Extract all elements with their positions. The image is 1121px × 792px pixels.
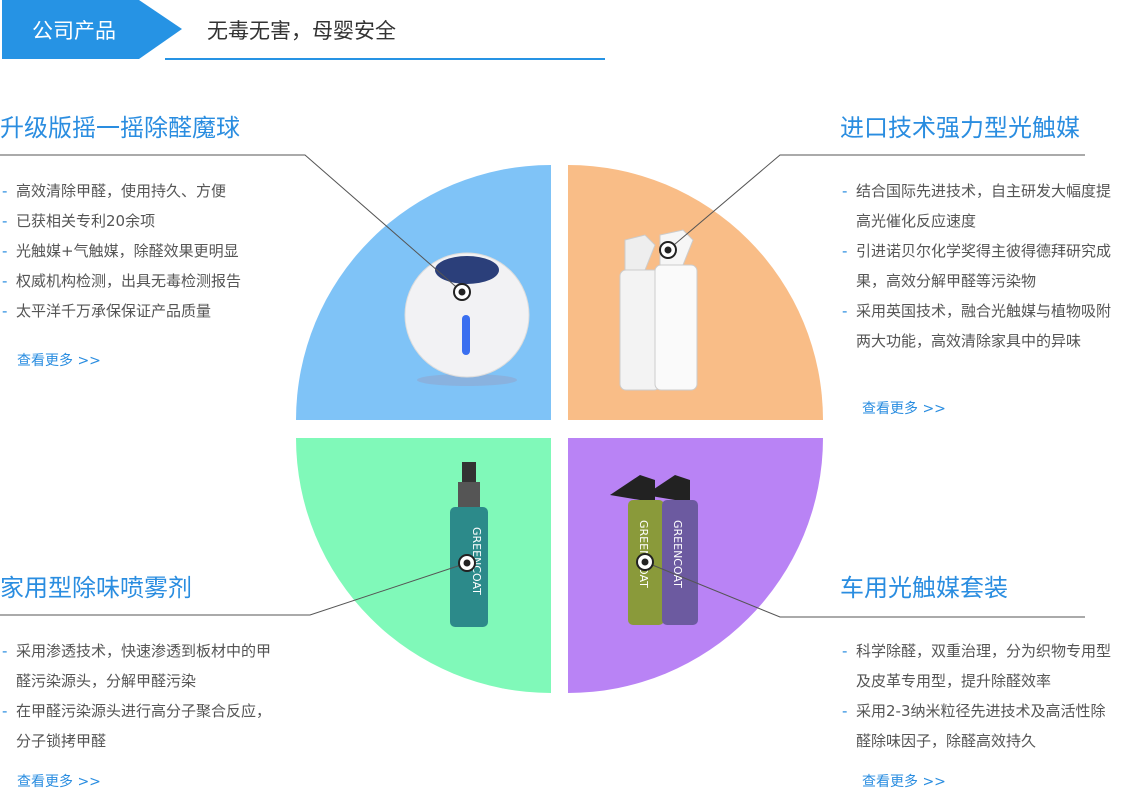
- header-divider: [165, 58, 605, 60]
- feature-item: 采用英国技术，融合光触媒与植物吸附两大功能，高效清除家具中的异味: [842, 296, 1114, 356]
- product-image-spray-bottles[interactable]: [605, 225, 715, 395]
- product-title[interactable]: 家用型除味喷雾剂: [0, 574, 192, 602]
- brand-text: GREENCOAT: [671, 520, 684, 588]
- feature-list: 采用渗透技术，快速渗透到板材中的甲醛污染源头，分解甲醛污染 在甲醛污染源头进行高…: [2, 636, 274, 756]
- feature-item: 采用渗透技术，快速渗透到板材中的甲醛污染源头，分解甲醛污染: [2, 636, 274, 696]
- brand-text: GREENCOAT: [470, 527, 483, 595]
- feature-item: 科学除醛，双重治理，分为织物专用型及皮革专用型，提升除醛效率: [842, 636, 1114, 696]
- feature-list: 高效清除甲醛，使用持久、方便 已获相关专利20余项 光触媒+气触媒，除醛效果更明…: [2, 176, 292, 326]
- product-title[interactable]: 升级版摇一摇除醛魔球: [0, 114, 240, 142]
- feature-item: 在甲醛污染源头进行高分子聚合反应，分子锁拷甲醛: [2, 696, 274, 756]
- product-image-car-set[interactable]: GREENCOAT GREENCOAT: [600, 470, 710, 635]
- product-image-ball[interactable]: [400, 230, 535, 390]
- view-more-link[interactable]: 查看更多 >>: [862, 401, 946, 417]
- view-more-link[interactable]: 查看更多 >>: [862, 774, 946, 790]
- feature-item: 结合国际先进技术，自主研发大幅度提高光催化反应速度: [842, 176, 1114, 236]
- product-title[interactable]: 车用光触媒套装: [840, 574, 1008, 602]
- feature-item: 引进诺贝尔化学奖得主彼得德拜研究成果，高效分解甲醛等污染物: [842, 236, 1114, 296]
- feature-item: 光触媒+气触媒，除醛效果更明显: [2, 236, 292, 266]
- section-tab: 公司产品: [2, 0, 182, 59]
- product-image-mist-spray[interactable]: GREENCOAT: [440, 462, 500, 637]
- section-subtitle: 无毒无害，母婴安全: [207, 19, 396, 43]
- feature-item: 采用2-3纳米粒径先进技术及高活性除醛除味因子，除醛高效持久: [842, 696, 1114, 756]
- view-more-link[interactable]: 查看更多 >>: [17, 774, 101, 790]
- feature-list: 科学除醛，双重治理，分为织物专用型及皮革专用型，提升除醛效率 采用2-3纳米粒径…: [842, 636, 1114, 756]
- product-title[interactable]: 进口技术强力型光触媒: [840, 114, 1080, 142]
- feature-item: 权威机构检测，出具无毒检测报告: [2, 266, 292, 296]
- view-more-link[interactable]: 查看更多 >>: [17, 353, 101, 369]
- feature-list: 结合国际先进技术，自主研发大幅度提高光催化反应速度 引进诺贝尔化学奖得主彼得德拜…: [842, 176, 1114, 356]
- section-tab-label: 公司产品: [32, 19, 116, 43]
- feature-item: 高效清除甲醛，使用持久、方便: [2, 176, 292, 206]
- feature-item: 已获相关专利20余项: [2, 206, 292, 236]
- feature-item: 太平洋千万承保保证产品质量: [2, 296, 292, 326]
